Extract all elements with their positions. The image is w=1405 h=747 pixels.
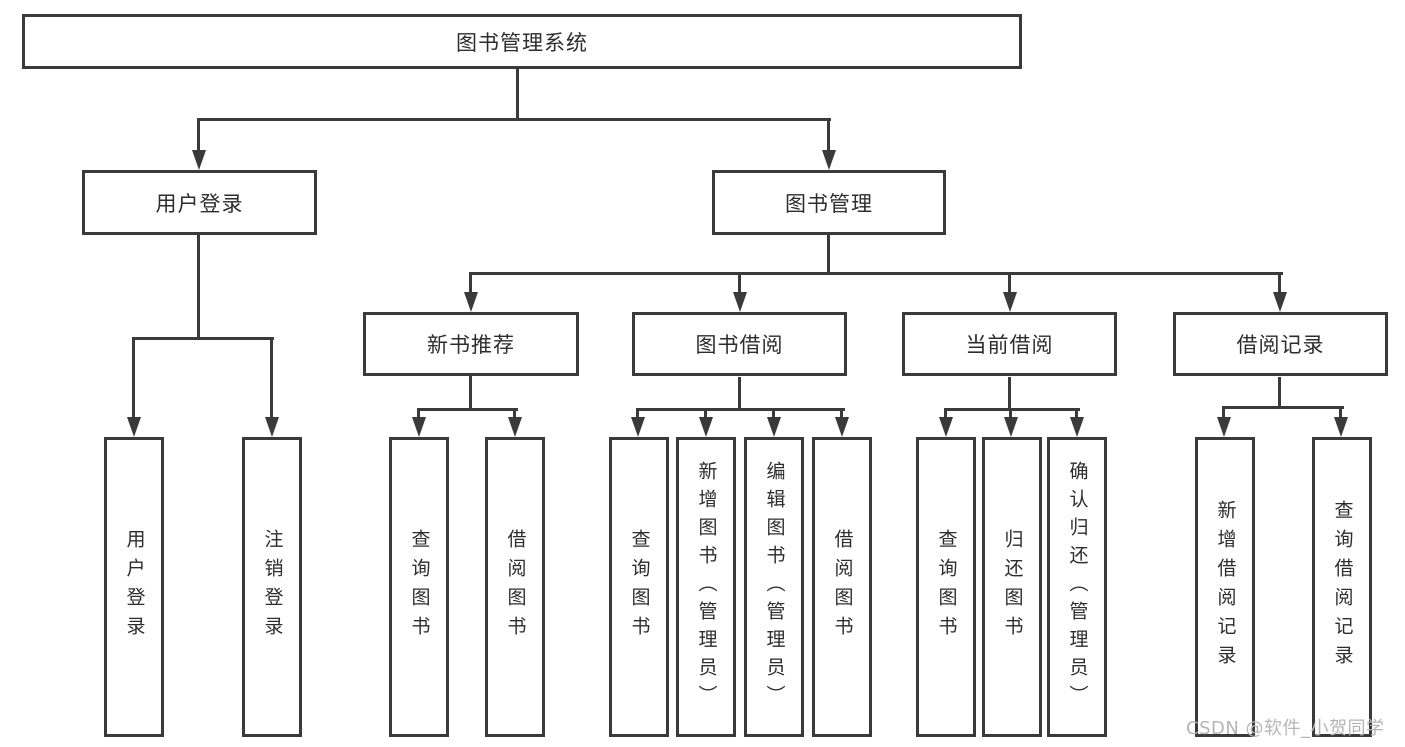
node-label: 借阅图书: [504, 529, 527, 645]
node-leaf-user-login: 用户登录: [104, 437, 164, 737]
arrowhead-down-icon: [127, 417, 141, 437]
connector-drop: [636, 408, 639, 417]
connector-drop-book-borrow: [738, 272, 741, 292]
connector-drop: [417, 408, 420, 417]
connector-drop-user-login: [197, 118, 200, 152]
node-label: 当前借阅: [965, 333, 1054, 357]
node-leaf-confirm-return-admin: 确认归还（管理员）: [1047, 437, 1107, 737]
connector-drop: [1222, 406, 1225, 417]
arrowhead-down-icon: [733, 292, 747, 312]
node-label: 查询借阅记录: [1331, 500, 1354, 674]
connector-current-borrow-stem: [1008, 377, 1011, 408]
node-label: 查询图书: [935, 529, 958, 645]
connector-drop-logout-leaf: [270, 337, 273, 417]
connector-drop: [1009, 408, 1012, 417]
connector-drop: [772, 408, 775, 417]
node-leaf-logout: 注销登录: [242, 437, 302, 737]
arrowhead-down-icon: [192, 150, 206, 170]
node-label: 归还图书: [1001, 529, 1024, 645]
node-current-borrow: 当前借阅: [902, 312, 1117, 376]
connector-drop: [944, 408, 947, 417]
arrowhead-down-icon: [631, 417, 645, 437]
node-label: 新书推荐: [427, 333, 515, 357]
connector-drop: [704, 408, 707, 417]
connector-root-branch: [197, 118, 831, 121]
node-library-management-system: 图书管理系统: [22, 14, 1022, 69]
connector-drop: [840, 408, 843, 417]
node-leaf-add-borrow-record: 新增借阅记录: [1195, 437, 1255, 737]
arrowhead-down-icon: [265, 417, 279, 437]
connector-root-stem: [516, 69, 519, 118]
arrowhead-down-icon: [939, 417, 953, 437]
node-label: 新增图书（管理员）: [695, 461, 718, 713]
arrowhead-down-icon: [1334, 417, 1348, 437]
arrowhead-down-icon: [1273, 292, 1287, 312]
node-label: 注销登录: [261, 529, 284, 645]
arrowhead-down-icon: [835, 417, 849, 437]
node-label: 借阅图书: [831, 529, 854, 645]
node-leaf-borrow-books-recommend: 借阅图书: [485, 437, 545, 737]
connector-borrow-records-stem: [1278, 377, 1281, 406]
connector-book-management-stem: [827, 233, 830, 272]
node-leaf-edit-books-admin: 编辑图书（管理员）: [744, 437, 804, 737]
connector-drop: [1339, 406, 1342, 417]
node-new-book-recommend: 新书推荐: [363, 312, 579, 376]
node-label: 借阅记录: [1236, 333, 1325, 357]
node-leaf-add-books-admin: 新增图书（管理员）: [676, 437, 736, 737]
node-label: 图书管理系统: [456, 30, 588, 55]
node-leaf-query-books-borrow: 查询图书: [609, 437, 669, 737]
node-user-login: 用户登录: [82, 170, 317, 235]
arrowhead-down-icon: [1070, 417, 1084, 437]
node-label: 图书管理: [785, 191, 873, 216]
connector-drop-current-borrow: [1008, 272, 1011, 292]
connector-book-management-branch: [469, 272, 1283, 275]
node-book-borrow: 图书借阅: [632, 312, 847, 376]
arrowhead-down-icon: [1003, 292, 1017, 312]
connector-drop: [513, 408, 516, 417]
arrowhead-down-icon: [412, 417, 426, 437]
connector-book-borrow-stem: [738, 377, 741, 408]
node-label: 查询图书: [408, 529, 431, 645]
node-leaf-query-books-current: 查询图书: [916, 437, 976, 737]
node-label: 用户登录: [123, 529, 146, 645]
node-leaf-query-borrow-record: 查询借阅记录: [1312, 437, 1372, 737]
arrowhead-down-icon: [767, 417, 781, 437]
arrowhead-down-icon: [508, 417, 522, 437]
connector-new-book-branch: [417, 408, 518, 411]
connector-current-borrow-branch: [944, 408, 1080, 411]
csdn-watermark: CSDN @软件_小贺同学: [1186, 718, 1385, 739]
connector-user-login-stem: [197, 235, 200, 337]
arrowhead-down-icon: [1217, 417, 1231, 437]
node-leaf-query-books-recommend: 查询图书: [389, 437, 449, 737]
connector-drop: [1075, 408, 1078, 417]
arrowhead-down-icon: [822, 150, 836, 170]
node-label: 图书借阅: [695, 333, 784, 357]
node-label: 新增借阅记录: [1214, 500, 1237, 674]
connector-drop-user-login-leaf: [132, 337, 135, 417]
node-borrow-records: 借阅记录: [1173, 312, 1388, 376]
connector-drop-borrow-records: [1278, 272, 1281, 292]
node-book-management: 图书管理: [712, 170, 946, 235]
connector-book-borrow-branch: [636, 408, 845, 411]
node-label: 用户登录: [155, 191, 244, 216]
arrowhead-down-icon: [464, 292, 478, 312]
connector-user-login-branch: [132, 337, 274, 340]
connector-drop-new-book: [469, 272, 472, 292]
node-leaf-borrow-books: 借阅图书: [812, 437, 872, 737]
node-label: 编辑图书（管理员）: [763, 461, 786, 713]
connector-drop-book-management: [827, 118, 830, 152]
arrowhead-down-icon: [1004, 417, 1018, 437]
node-leaf-return-books: 归还图书: [982, 437, 1042, 737]
connector-new-book-stem: [469, 376, 472, 408]
node-label: 确认归还（管理员）: [1066, 461, 1089, 713]
node-label: 查询图书: [628, 529, 651, 645]
arrowhead-down-icon: [699, 417, 713, 437]
connector-borrow-records-branch: [1222, 406, 1344, 409]
